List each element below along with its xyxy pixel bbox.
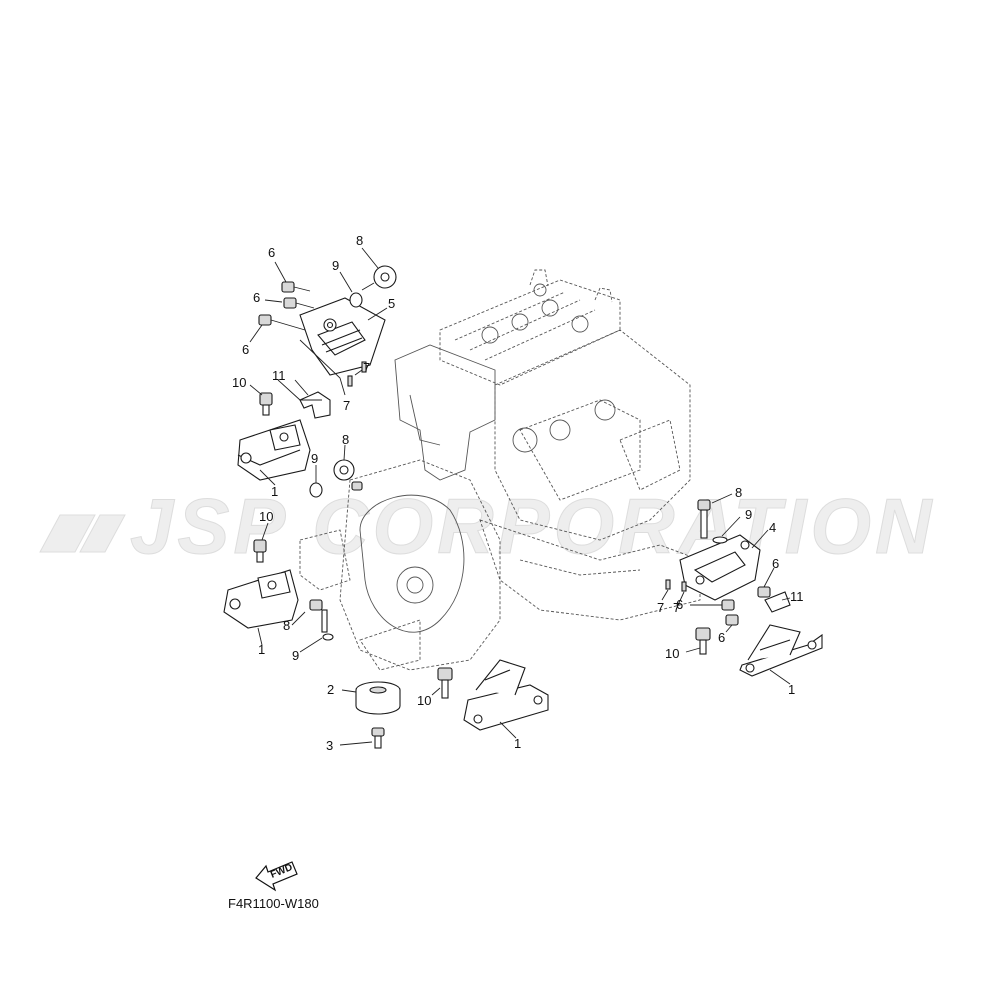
clip-part-11-top (294, 379, 331, 419)
damper-part-2 (355, 681, 401, 715)
callout-10: 10 (259, 509, 273, 524)
callout-7: 7 (343, 398, 350, 413)
drawing-code: F4R1100-W180 (228, 896, 319, 911)
engine-mount-part-1-d (739, 624, 823, 677)
bracket-plate-part-5 (299, 297, 386, 376)
engine-block (299, 269, 701, 671)
callout-10: 10 (417, 693, 431, 708)
fwd-arrow-icon: FWD (255, 861, 298, 892)
screw-part-3 (371, 727, 385, 749)
bolt-part-10-a (259, 392, 273, 416)
callout-5: 5 (388, 296, 395, 311)
callout-8: 8 (735, 485, 742, 500)
watermark: JSP CORPORATION (39, 482, 935, 571)
callout-7: 7 (363, 360, 370, 375)
callout-9: 9 (745, 507, 752, 522)
callout-1: 1 (514, 736, 521, 751)
callout-6: 6 (253, 290, 260, 305)
callout-9: 9 (292, 648, 299, 663)
callout-9: 9 (311, 451, 318, 466)
engine-mount-part-1-c (463, 659, 549, 731)
callouts: 6 8 9 6 5 6 7 7 10 11 8 9 1 10 8 9 1 2 3… (232, 233, 804, 753)
callout-2: 2 (327, 682, 334, 697)
callout-8: 8 (342, 432, 349, 447)
callout-7: 7 (657, 600, 664, 615)
bolt-part-10-d (695, 627, 711, 655)
callout-6: 6 (242, 342, 249, 357)
callout-1: 1 (258, 642, 265, 657)
callout-8: 8 (356, 233, 363, 248)
stud-part-8-9-left (309, 599, 334, 641)
callout-4: 4 (769, 520, 776, 535)
callout-6: 6 (268, 245, 275, 260)
washer-bolt-top (349, 265, 397, 308)
leader-lines (249, 247, 791, 746)
bolts-part-6-top (258, 281, 315, 331)
pins-part-7-right (665, 579, 687, 592)
callout-10: 10 (232, 375, 246, 390)
callout-7: 7 (673, 600, 680, 615)
callout-8: 8 (283, 618, 290, 633)
callout-10: 10 (665, 646, 679, 661)
clip-part-11-right (764, 591, 791, 613)
callout-6: 6 (718, 630, 725, 645)
bolt-part-8-9-right (697, 499, 728, 544)
callout-3: 3 (326, 738, 333, 753)
callout-6: 6 (772, 556, 779, 571)
bolt-part-10-c (437, 667, 453, 699)
pins-part-7-top (347, 361, 367, 387)
watermark-text: JSP CORPORATION (130, 482, 935, 570)
bracket-part-4-right (679, 534, 761, 601)
bolt-part-10-b (253, 539, 267, 563)
callout-11: 11 (790, 589, 804, 604)
engine-mount-part-1-a (237, 419, 311, 481)
engine-mount-part-1-b (223, 569, 299, 629)
callout-1: 1 (788, 682, 795, 697)
callout-6: 6 (676, 597, 683, 612)
callout-11: 11 (272, 368, 286, 383)
callout-1: 1 (271, 484, 278, 499)
callout-9: 9 (332, 258, 339, 273)
